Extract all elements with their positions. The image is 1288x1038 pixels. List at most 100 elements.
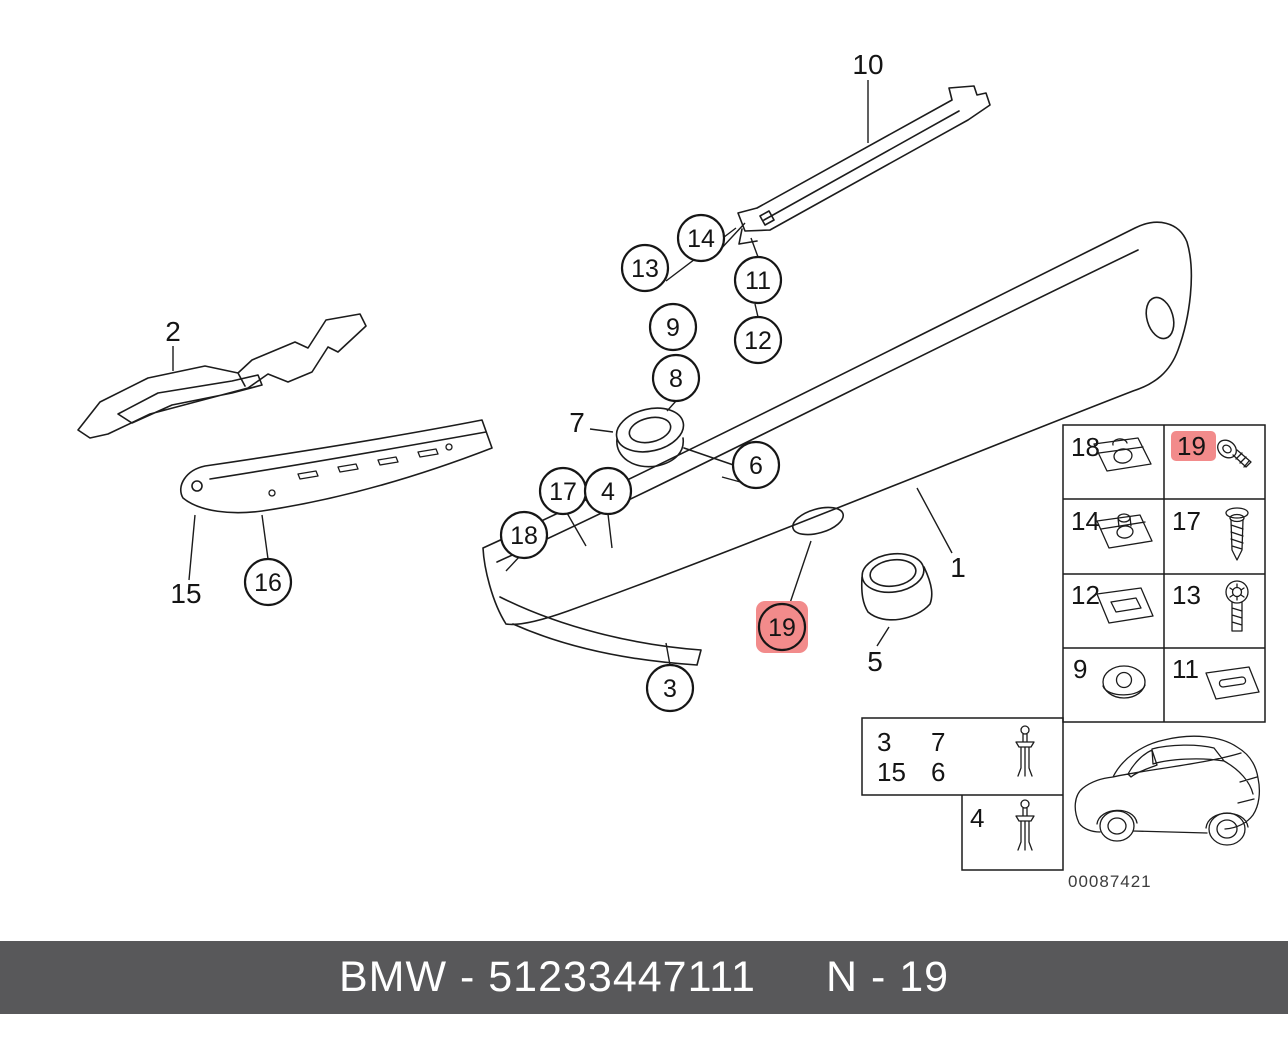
callout-1[interactable]: 1	[950, 552, 966, 583]
callout-14-circle[interactable]	[676, 213, 726, 263]
legend-cell-14[interactable]: 14	[1071, 506, 1153, 549]
footer-part-number: BMW - 51233447111	[338, 953, 756, 1001]
callout-17-label: 17	[549, 478, 577, 506]
car-wheel-front	[1099, 810, 1135, 842]
callout-8[interactable]: 8	[651, 353, 701, 403]
callout-16[interactable]: 16	[243, 557, 293, 607]
callout-13[interactable]: 13	[620, 243, 670, 293]
callout-16-label: 16	[254, 569, 282, 597]
car-wheel-front-hub	[1107, 817, 1127, 835]
legend-cell-9[interactable]: 9	[1073, 654, 1146, 699]
screw-icon	[1217, 439, 1252, 468]
callout-8-circle[interactable]	[651, 353, 701, 403]
callout-8-label: 8	[669, 365, 683, 393]
legend-cell-13[interactable]: 13	[1172, 580, 1249, 632]
clip-nut-hole	[1113, 448, 1133, 464]
fastener-table-group1[interactable]: 3 7 15 6	[877, 725, 1035, 787]
tapping-screw-icon	[1225, 507, 1249, 561]
upper-trim-panel-outline	[77, 313, 367, 439]
grommet-cup-drawing	[615, 407, 685, 468]
callout-3-label: 3	[663, 675, 677, 703]
washer-icon	[1102, 665, 1146, 699]
clip-nut-hole	[1116, 525, 1134, 539]
legend-cell-17[interactable]: 17	[1172, 506, 1249, 561]
callout-18-circle[interactable]	[499, 510, 549, 560]
callout-14[interactable]: 14	[676, 213, 726, 263]
callout-16-circle[interactable]	[243, 557, 293, 607]
washer-outer	[1102, 665, 1146, 699]
support-strip-outline	[180, 419, 493, 514]
callout-19-highlighted[interactable]: 19	[756, 601, 808, 653]
fastener-ref-6[interactable]: 6	[931, 757, 945, 787]
callout-12-label: 12	[744, 327, 772, 355]
callout-18-label: 18	[510, 522, 538, 550]
rivet-body	[1015, 733, 1035, 777]
callout-9[interactable]: 9	[648, 302, 698, 352]
callout-3-circle[interactable]	[645, 663, 695, 713]
callout-11-label: 11	[745, 267, 771, 295]
grommet-body	[616, 437, 684, 468]
callout-4-circle[interactable]	[583, 466, 633, 516]
callout-15[interactable]: 15	[170, 578, 201, 609]
callout-4-label: 4	[601, 478, 615, 506]
callout-3[interactable]: 3	[645, 663, 695, 713]
screw-head-inner	[1222, 444, 1232, 454]
callout-12-circle[interactable]	[733, 315, 783, 365]
fastener-ref-4[interactable]: 4	[970, 803, 984, 833]
callout-10[interactable]: 10	[852, 49, 883, 80]
callout-18[interactable]: 18	[499, 510, 549, 560]
callout-6-label: 6	[749, 452, 763, 480]
fastener-ref-3[interactable]: 3	[877, 727, 891, 757]
legend-cell-19[interactable]: 19	[1171, 431, 1252, 468]
car-silhouette-icon	[1074, 735, 1260, 846]
bumper-cover-drawing	[482, 221, 1193, 666]
support-strip-end-hole	[191, 480, 203, 492]
bumper-cover-outline	[482, 221, 1193, 666]
exploded-parts-diagram: 1 2 5 7 10 15 13 14 11 12 9 8 6 17 4 18	[77, 49, 1266, 891]
callout-7[interactable]: 7	[569, 407, 585, 438]
callout-5[interactable]: 5	[867, 646, 883, 677]
spring-clip-icon	[1096, 587, 1154, 624]
screw-head-outer	[1217, 439, 1237, 459]
fastener-ref-7[interactable]: 7	[931, 727, 945, 757]
slotted-plate-icon	[1205, 666, 1260, 700]
rivet-pin-head	[1020, 799, 1030, 809]
callout-12[interactable]: 12	[733, 315, 783, 365]
washer-hole	[1115, 671, 1133, 689]
legend-cell-11-number: 11	[1172, 654, 1199, 684]
callout-19-circle[interactable]	[757, 602, 807, 652]
car-wheel-rear	[1208, 812, 1246, 846]
callout-17[interactable]: 17	[538, 466, 588, 516]
spacer-sleeve-drawing	[860, 552, 933, 621]
callout-11[interactable]: 11	[733, 255, 783, 305]
callout-6[interactable]: 6	[731, 440, 781, 490]
fastener-table-group2[interactable]: 4	[970, 799, 1035, 851]
callout-9-label: 9	[666, 314, 680, 342]
mounting-rail-drawing	[737, 85, 991, 245]
callout-11-circle[interactable]	[733, 255, 783, 305]
legend-cell-17-number: 17	[1172, 506, 1201, 536]
callout-9-circle[interactable]	[648, 302, 698, 352]
upper-trim-panel-drawing	[77, 313, 367, 439]
torx-head	[1225, 580, 1249, 604]
callout-13-circle[interactable]	[620, 243, 670, 293]
callout-19-label: 19	[768, 614, 796, 642]
legend-cell-12[interactable]: 12	[1071, 580, 1154, 624]
legend-cell-12-number: 12	[1071, 580, 1100, 610]
clip-nut-body	[1093, 437, 1152, 472]
callout-4[interactable]: 4	[583, 466, 633, 516]
spring-clip-body	[1096, 587, 1154, 624]
rivet-icon	[1015, 799, 1035, 851]
footer-bar: BMW - 51233447111 N - 19	[0, 941, 1288, 1014]
callout-2[interactable]: 2	[165, 316, 181, 347]
clip-nut-icon	[1093, 437, 1152, 472]
legend-cell-11[interactable]: 11	[1172, 654, 1260, 700]
clip-nut-barrel-sides	[1117, 516, 1132, 528]
clip-nut-notch	[1112, 438, 1128, 446]
fastener-ref-15[interactable]: 15	[877, 757, 906, 787]
legend-cell-19-highlight	[1171, 431, 1216, 461]
callout-6-circle[interactable]	[731, 440, 781, 490]
legend-cell-18[interactable]: 18	[1071, 432, 1152, 472]
screw-threads	[1230, 519, 1244, 561]
